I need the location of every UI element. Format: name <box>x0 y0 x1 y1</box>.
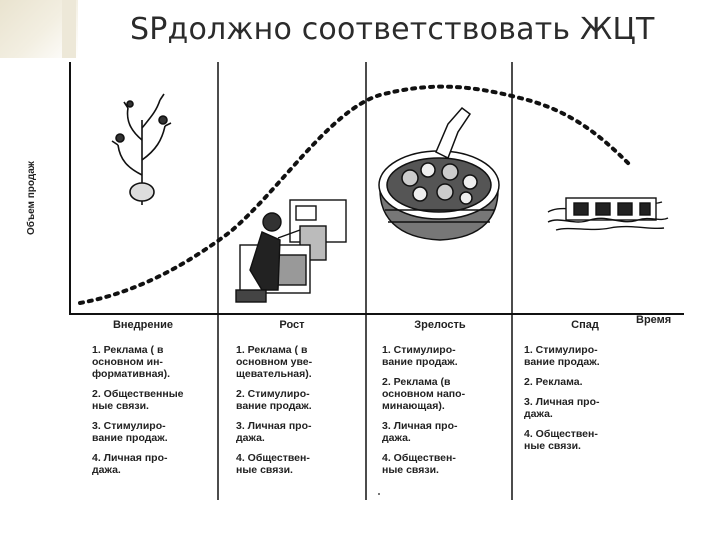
list-item: 1. Стимулиро- вание продаж. <box>382 344 458 368</box>
stage-tools-introduction: 1. Реклама ( в основном ин- формативная)… <box>92 344 232 484</box>
list-item: 3. Личная про- дажа. <box>382 420 458 444</box>
stray-dot <box>378 493 380 495</box>
list-item: 4. Обществен- ные связи. <box>382 452 456 476</box>
stage-label-introduction: Внедрение <box>112 319 174 331</box>
page-title: SPдолжно соответствовать ЖЦТ <box>130 12 655 47</box>
list-item: 2. Общественные ные связи. <box>92 388 184 412</box>
stage-label-decline: Спад <box>571 319 599 331</box>
stage-tools-maturity: 1. Стимулиро- вание продаж. 2. Реклама (… <box>382 344 522 484</box>
list-item: 1. Реклама ( в основном уве- щевательная… <box>236 344 313 380</box>
worker-at-machine-icon <box>235 199 347 303</box>
sales-curve <box>78 84 632 305</box>
list-item: 3. Личная про- дажа. <box>236 420 312 444</box>
list-item: 2. Реклама (в основном напо- минающая). <box>382 376 466 412</box>
list-item: 4. Личная про- дажа. <box>92 452 168 476</box>
list-item: 3. Личная про- дажа. <box>524 396 600 420</box>
stage-label-growth: Рост <box>279 319 305 331</box>
corner-decoration <box>0 0 78 58</box>
list-item: 4. Обществен- ные связи. <box>524 428 598 452</box>
seedling-icon <box>111 93 172 205</box>
sunk-ship-icon <box>547 197 669 231</box>
stage-tools-growth: 1. Реклама ( в основном уве- щевательная… <box>236 344 376 484</box>
stage-label-maturity: Зрелость <box>414 319 466 331</box>
list-item: 2. Реклама. <box>524 376 583 388</box>
list-item: 1. Стимулиро- вание продаж. <box>524 344 600 368</box>
list-item: 2. Стимулиро- вание продаж. <box>236 388 312 412</box>
x-axis-label: Время <box>636 314 672 326</box>
list-item: 3. Стимулиро- вание продаж. <box>92 420 168 444</box>
list-item: 1. Реклама ( в основном ин- формативная)… <box>92 344 170 380</box>
basket-of-goods-icon <box>378 106 500 241</box>
stage-tools-decline: 1. Стимулиро- вание продаж. 2. Реклама. … <box>524 344 664 460</box>
list-item: 4. Обществен- ные связи. <box>236 452 310 476</box>
y-axis-label: Объем продаж <box>26 161 37 235</box>
